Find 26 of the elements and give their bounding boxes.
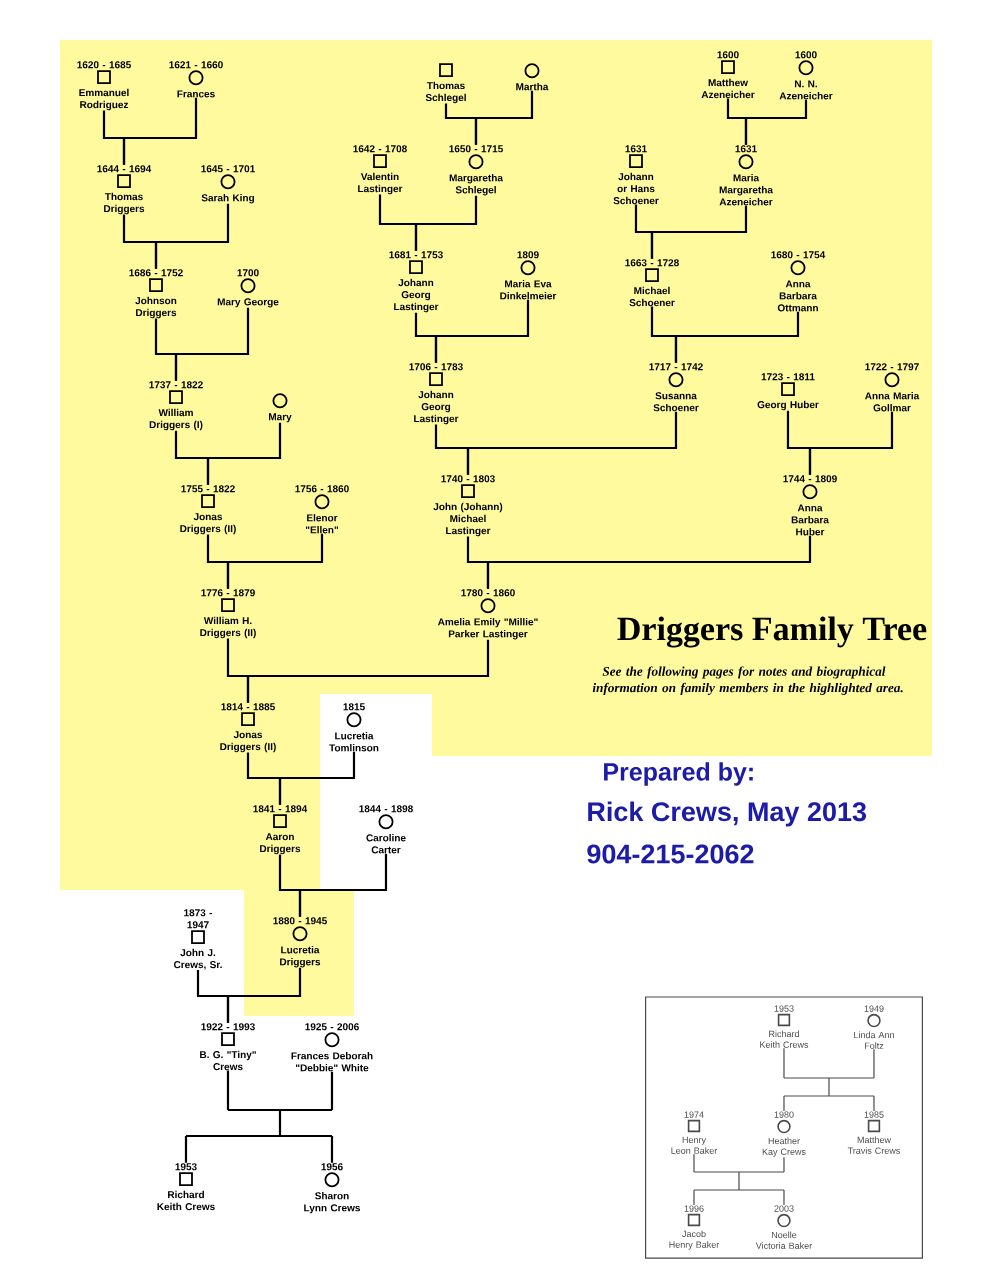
descent-line xyxy=(278,751,356,805)
prepared-by-text: Rick Crews, May 2013 xyxy=(588,801,867,827)
descent-line xyxy=(298,853,388,917)
descent-line xyxy=(650,205,748,259)
descent-line xyxy=(808,411,894,475)
prepared-by-text: Prepared by: xyxy=(604,762,753,786)
descent-line xyxy=(674,311,800,363)
descent-line xyxy=(246,639,490,703)
descent-line xyxy=(122,97,198,165)
prepared-by-text: 904-215-2062 xyxy=(587,844,754,864)
descent-line xyxy=(226,967,302,1023)
inset-frame xyxy=(645,996,923,1259)
descent-line xyxy=(154,203,230,269)
title: Driggers Family Tree xyxy=(617,616,927,648)
descent-line xyxy=(486,535,812,589)
descent-line xyxy=(744,99,808,145)
descent-line xyxy=(474,90,534,145)
descent-line xyxy=(693,1153,785,1206)
descent-line xyxy=(174,307,250,381)
descent-line xyxy=(226,533,324,589)
descent-line xyxy=(466,411,678,475)
descent-line xyxy=(184,1069,334,1164)
descent-line xyxy=(783,1047,875,1112)
descent-line xyxy=(414,195,478,251)
descent-line xyxy=(434,299,530,363)
descent-line xyxy=(206,422,282,485)
